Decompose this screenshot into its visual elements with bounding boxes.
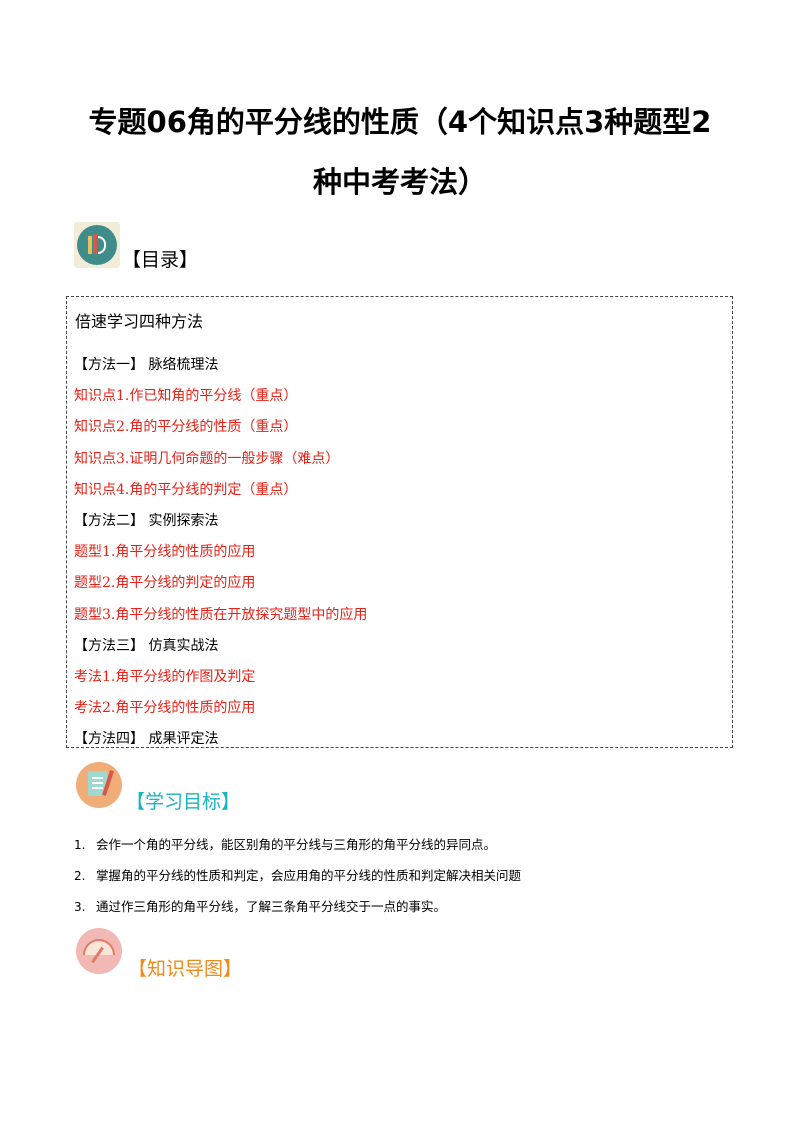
toc-heading: 倍速学习四种方法 (75, 312, 204, 331)
goal-text: 掌握角的平分线的性质和判定，会应用角的平分线的性质和判定解决相关问题 (96, 868, 522, 883)
toc-method-item[interactable]: 【方法三】 仿真实战法 (74, 637, 219, 654)
toc-method-item[interactable]: 【方法二】 实例探索法 (74, 513, 219, 529)
page-title-line-1: 专题06角的平分线的性质（4个知识点3种题型2 (88, 105, 712, 139)
notebook-icon (76, 762, 122, 808)
list-number: 1. (74, 838, 86, 852)
goal-list-item: 3. 通过作三角形的角平分线，了解三条角平分线交于一点的事实。 (74, 898, 446, 916)
goal-list-item: 1. 会作一个角的平分线，能区别角的平分线与三角形的角平分线的异同点。 (74, 836, 496, 854)
goal-list-item: 2. 掌握角的平分线的性质和判定，会应用角的平分线的性质和判定解决相关问题 (74, 867, 521, 885)
toc-item[interactable]: 考法1.角平分线的作图及判定 (74, 669, 256, 685)
toc-item[interactable]: 题型1.角平分线的性质的应用 (74, 544, 256, 561)
toc-label: 【目录】 (122, 249, 199, 271)
toc-item[interactable]: 知识点3.证明几何命题的一般步骤（难点） (74, 450, 340, 467)
toc-item[interactable]: 知识点2.角的平分线的性质（重点） (74, 419, 298, 436)
books-icon (74, 222, 120, 268)
toc-method-item[interactable]: 【方法一】 脉络梳理法 (74, 357, 219, 373)
goal-text: 通过作三角形的角平分线，了解三条角平分线交于一点的事实。 (96, 899, 447, 914)
list-number: 2. (74, 869, 86, 883)
knowledge-map-label: 【知识导图】 (128, 958, 243, 980)
protractor-icon (76, 928, 122, 974)
toc-item[interactable]: 题型2.角平分线的判定的应用 (74, 575, 256, 592)
toc-item[interactable]: 考法2.角平分线的性质的应用 (74, 700, 256, 717)
toc-item[interactable]: 知识点1.作已知角的平分线（重点） (74, 388, 298, 405)
toc-item[interactable]: 知识点4.角的平分线的判定（重点） (74, 481, 298, 498)
table-of-contents: 倍速学习四种方法 【方法一】 脉络梳理法知识点1.作已知角的平分线（重点） 知识点… (66, 296, 733, 748)
goal-text: 会作一个角的平分线，能区别角的平分线与三角形的角平分线的异同点。 (96, 837, 497, 852)
page-title-line-2: 种中考考法） (312, 165, 487, 199)
list-number: 3. (74, 900, 86, 914)
learning-goals-label: 【学习目标】 (126, 791, 241, 813)
toc-method-item[interactable]: 【方法四】 成果评定法 (74, 731, 219, 748)
toc-item[interactable]: 题型3.角平分线的性质在开放探究题型中的应用 (74, 606, 368, 623)
